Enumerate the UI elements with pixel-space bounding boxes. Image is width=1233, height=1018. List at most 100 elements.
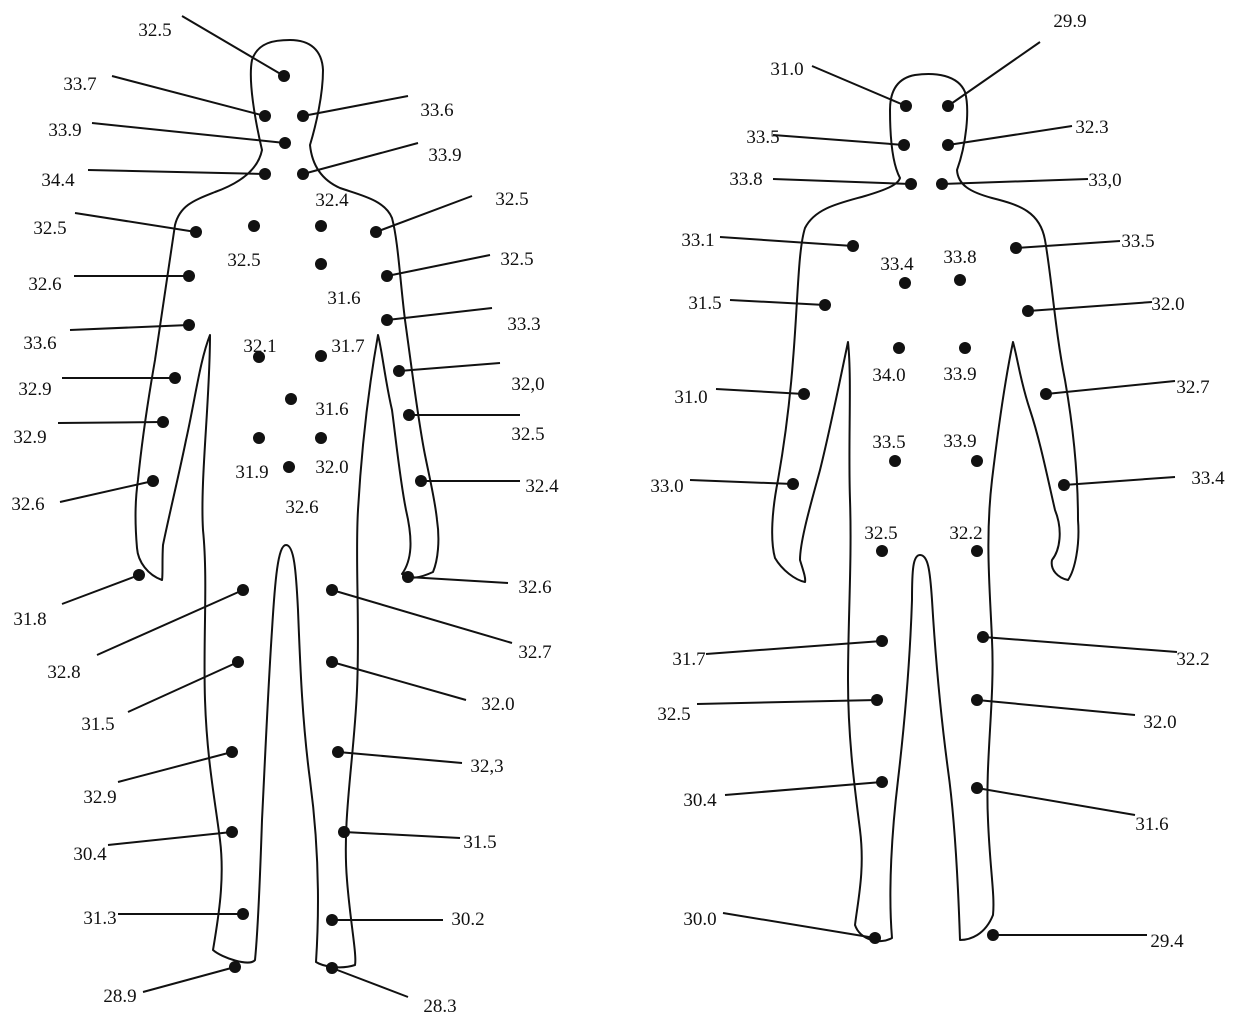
front-leader-line: [399, 363, 500, 371]
front-leader-line: [128, 662, 238, 712]
back-temperature-label: 32.3: [1075, 117, 1108, 138]
front-measurement-point: [237, 908, 249, 920]
front-temperature-label: 32.6: [28, 274, 61, 295]
front-leader-line: [303, 143, 418, 174]
front-temperature-label: 31.6: [327, 288, 360, 309]
front-temperature-label: 28.9: [103, 986, 136, 1007]
front-leader-line: [58, 422, 163, 423]
back-view: 29.931.033.532.333.833,033.133.533.433.8…: [650, 11, 1225, 952]
front-temperature-label: 32.5: [500, 249, 533, 270]
front-measurement-point: [232, 656, 244, 668]
front-measurement-point: [237, 584, 249, 596]
back-measurement-point: [1010, 242, 1022, 254]
front-measurement-point: [190, 226, 202, 238]
back-temperature-label: 33.5: [746, 127, 779, 148]
back-body-outline: [772, 74, 1078, 941]
back-measurement-point: [954, 274, 966, 286]
front-temperature-label: 31.5: [463, 832, 496, 853]
front-measurement-point: [381, 270, 393, 282]
front-leader-line: [60, 481, 153, 502]
front-measurement-point: [315, 220, 327, 232]
back-leader-line: [812, 66, 906, 106]
front-measurement-point: [326, 962, 338, 974]
front-measurement-point: [326, 914, 338, 926]
front-measurement-point: [415, 475, 427, 487]
back-temperature-label: 30.4: [683, 790, 717, 811]
back-temperature-label: 29.9: [1053, 11, 1086, 32]
front-temperature-label: 32.0: [481, 694, 514, 715]
back-measurement-point: [889, 455, 901, 467]
front-leader-line: [112, 76, 265, 116]
back-temperature-label: 32.7: [1176, 377, 1209, 398]
back-measurement-point: [971, 782, 983, 794]
back-temperature-label: 30.0: [683, 909, 716, 930]
front-temperature-label: 32.6: [285, 497, 318, 518]
front-temperature-label: 33.3: [507, 314, 540, 335]
back-measurement-point: [900, 100, 912, 112]
back-leader-line: [983, 637, 1177, 652]
front-measurement-point: [326, 656, 338, 668]
back-temperature-label: 33,0: [1088, 170, 1121, 191]
front-temperature-label: 32.4: [315, 190, 349, 211]
back-temperature-label: 34.0: [872, 365, 905, 386]
front-measurement-point: [248, 220, 260, 232]
back-leader-line: [773, 135, 904, 145]
front-temperature-label: 32.5: [227, 250, 260, 271]
back-temperature-label: 33.1: [681, 230, 714, 251]
back-leader-line: [773, 179, 911, 184]
back-measurement-point: [942, 100, 954, 112]
front-view: 32.533.733.633.933.934.432.432.532.532.5…: [11, 16, 559, 1017]
front-temperature-label: 32,0: [511, 374, 544, 395]
back-measurement-point: [819, 299, 831, 311]
front-measurement-point: [133, 569, 145, 581]
front-temperature-label: 32.9: [83, 787, 116, 808]
front-temperature-label: 33.6: [420, 100, 453, 121]
back-measurement-point: [876, 635, 888, 647]
back-measurement-point: [876, 776, 888, 788]
front-measurement-point: [259, 168, 271, 180]
front-leader-line: [118, 752, 232, 782]
front-measurement-point: [297, 168, 309, 180]
back-leader-line: [730, 300, 825, 305]
front-measurement-point: [253, 432, 265, 444]
front-leader-line: [344, 832, 460, 838]
front-temperature-label: 31.3: [83, 908, 116, 929]
front-leader-line: [97, 590, 243, 655]
back-temperature-label: 33.4: [880, 254, 914, 275]
front-leader-line: [408, 577, 508, 583]
back-measurement-point: [971, 545, 983, 557]
front-measurement-point: [226, 746, 238, 758]
back-measurement-point: [1022, 305, 1034, 317]
front-measurement-point: [315, 258, 327, 270]
back-temperature-label: 32.0: [1143, 712, 1176, 733]
back-measurement-point: [893, 342, 905, 354]
back-temperature-label: 33.8: [729, 169, 762, 190]
front-measurement-point: [169, 372, 181, 384]
back-leader-line: [720, 237, 853, 246]
front-temperature-label: 32.5: [511, 424, 544, 445]
front-temperature-label: 32.1: [243, 336, 276, 357]
back-measurement-point: [869, 932, 881, 944]
front-temperature-label: 32.9: [18, 379, 51, 400]
front-measurement-point: [147, 475, 159, 487]
front-measurement-point: [332, 746, 344, 758]
back-temperature-label: 31.6: [1135, 814, 1168, 835]
front-temperature-label: 33.9: [48, 120, 81, 141]
front-measurement-point: [229, 961, 241, 973]
back-temperature-label: 31.7: [672, 649, 705, 670]
front-temperature-label: 32.7: [518, 642, 551, 663]
front-leader-line: [387, 308, 492, 320]
back-leader-line: [942, 179, 1088, 184]
front-measurement-point: [381, 314, 393, 326]
back-temperature-label: 33.8: [943, 247, 976, 268]
front-temperature-label: 34.4: [41, 170, 75, 191]
front-temperature-label: 31.5: [81, 714, 114, 735]
front-temperature-label: 32,3: [470, 756, 503, 777]
back-temperature-label: 33.0: [650, 476, 683, 497]
front-temperature-label: 33.9: [428, 145, 461, 166]
back-temperature-label: 33.4: [1191, 468, 1225, 489]
back-measurement-point: [987, 929, 999, 941]
front-temperature-label: 32.5: [138, 20, 171, 41]
back-measurement-point: [899, 277, 911, 289]
